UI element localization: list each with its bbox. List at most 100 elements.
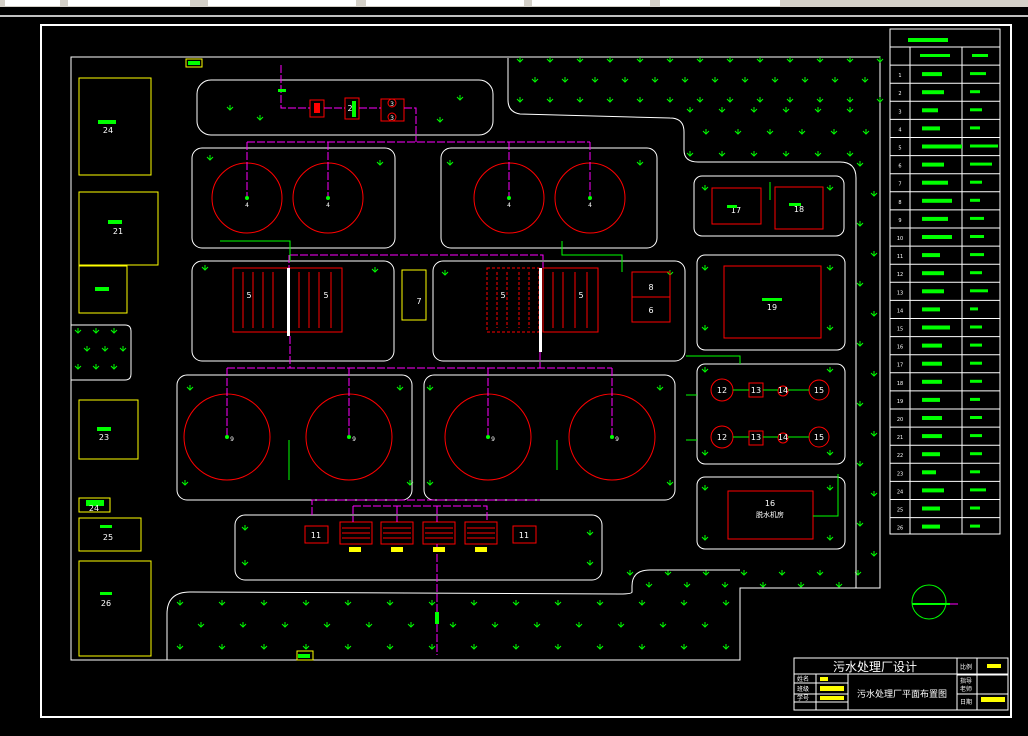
north-arrow bbox=[911, 584, 958, 620]
road-outlines bbox=[71, 58, 857, 660]
grass-mark bbox=[846, 57, 854, 63]
grass-mark bbox=[456, 95, 464, 101]
tab-strip[interactable] bbox=[0, 0, 1028, 17]
grass-mark bbox=[826, 485, 834, 491]
grass-mark bbox=[576, 57, 584, 63]
grass-mark bbox=[386, 600, 394, 606]
drawing-title: 污水处理厂平面布置图 bbox=[857, 688, 947, 700]
legend-row-name bbox=[922, 289, 944, 294]
legend-row-name bbox=[922, 361, 942, 366]
grass-mark bbox=[861, 77, 869, 83]
grass-mark bbox=[856, 161, 864, 167]
grass-mark bbox=[831, 77, 839, 83]
legend-frame bbox=[889, 28, 1001, 535]
grass-mark bbox=[226, 105, 234, 111]
building-18 bbox=[774, 186, 824, 230]
grass-mark bbox=[617, 622, 625, 628]
project-title: 污水处理厂设计 bbox=[833, 660, 917, 674]
grass-mark bbox=[101, 346, 109, 352]
grass-mark bbox=[512, 644, 520, 650]
grass-mark bbox=[696, 57, 704, 63]
grass-mark bbox=[816, 57, 824, 63]
label-5b: 5 bbox=[323, 291, 328, 300]
legend-row-size bbox=[970, 216, 984, 220]
building-17 bbox=[711, 187, 762, 225]
grass-mark bbox=[407, 622, 415, 628]
grass-mark bbox=[701, 367, 709, 373]
building-21 bbox=[78, 191, 159, 266]
grass-mark bbox=[241, 560, 249, 566]
grass-mark bbox=[218, 644, 226, 650]
building-24 bbox=[78, 77, 152, 176]
label-24: 24 bbox=[103, 126, 113, 135]
legend-row-name bbox=[922, 271, 944, 276]
grass-mark bbox=[428, 600, 436, 606]
grass-mark bbox=[426, 385, 434, 391]
grass-mark bbox=[856, 521, 864, 527]
legend-row-size bbox=[970, 397, 980, 401]
grass-mark bbox=[365, 622, 373, 628]
drawing-frame bbox=[40, 24, 1012, 718]
label-11b: 11 bbox=[519, 531, 529, 540]
grass-mark bbox=[666, 480, 674, 486]
tb-advisor-label-2: 老师 bbox=[960, 685, 972, 693]
legend-row-number: 13 bbox=[897, 290, 903, 296]
legend-row-size bbox=[970, 162, 992, 166]
grass-mark bbox=[344, 644, 352, 650]
grass-mark bbox=[531, 77, 539, 83]
grass-mark bbox=[470, 644, 478, 650]
grass-mark bbox=[782, 107, 790, 113]
grass-mark bbox=[176, 600, 184, 606]
grass-mark bbox=[718, 107, 726, 113]
grass-mark bbox=[701, 622, 709, 628]
legend-row-size bbox=[970, 452, 982, 456]
legend-row-number: 1 bbox=[898, 73, 901, 79]
grass-mark bbox=[197, 622, 205, 628]
grass-mark bbox=[766, 129, 774, 135]
legend-row-number: 15 bbox=[897, 327, 903, 333]
legend-row-number: 10 bbox=[897, 236, 903, 242]
grass-mark bbox=[586, 530, 594, 536]
grass-mark bbox=[302, 644, 310, 650]
grass-mark bbox=[470, 600, 478, 606]
legend-row-size bbox=[970, 126, 980, 130]
grass-mark bbox=[626, 570, 634, 576]
unit-7-room bbox=[401, 269, 427, 321]
grass-mark bbox=[701, 535, 709, 541]
grass-mark bbox=[701, 325, 709, 331]
legend-table: 1234567891011121314151617181920212223242… bbox=[889, 28, 1001, 535]
legend-row-number: 16 bbox=[897, 345, 903, 351]
grass-mark bbox=[636, 160, 644, 166]
legend-row-number: 26 bbox=[897, 526, 903, 532]
grass-mark bbox=[711, 77, 719, 83]
legend-row-name bbox=[922, 126, 940, 131]
legend-row-name bbox=[922, 488, 944, 493]
grass-mark bbox=[186, 385, 194, 391]
legend-row-number: 12 bbox=[897, 272, 903, 278]
legend-row-name bbox=[922, 343, 942, 348]
legend-row-size bbox=[970, 434, 982, 438]
grass-mark bbox=[686, 107, 694, 113]
grass-mark bbox=[638, 600, 646, 606]
grass-mark bbox=[826, 367, 834, 373]
grass-mark bbox=[576, 97, 584, 103]
grass-mark bbox=[798, 129, 806, 135]
grass-mark bbox=[846, 151, 854, 157]
tb-date-label: 日期 bbox=[960, 698, 972, 706]
legend-row-name bbox=[922, 198, 952, 203]
grass-mark bbox=[835, 582, 843, 588]
label-12b: 12 bbox=[717, 433, 727, 442]
legend-row-size bbox=[970, 524, 980, 528]
label-13a: 13 bbox=[751, 386, 761, 395]
legend-row-name bbox=[922, 235, 952, 239]
legend-row-name bbox=[922, 180, 948, 185]
grass-mark bbox=[814, 151, 822, 157]
legend-row-size bbox=[970, 180, 982, 184]
grass-mark bbox=[771, 77, 779, 83]
grass-mark bbox=[814, 107, 822, 113]
legend-row-name bbox=[922, 397, 940, 402]
grass-mark bbox=[826, 535, 834, 541]
gate-north bbox=[185, 58, 203, 68]
building-25 bbox=[78, 517, 142, 552]
